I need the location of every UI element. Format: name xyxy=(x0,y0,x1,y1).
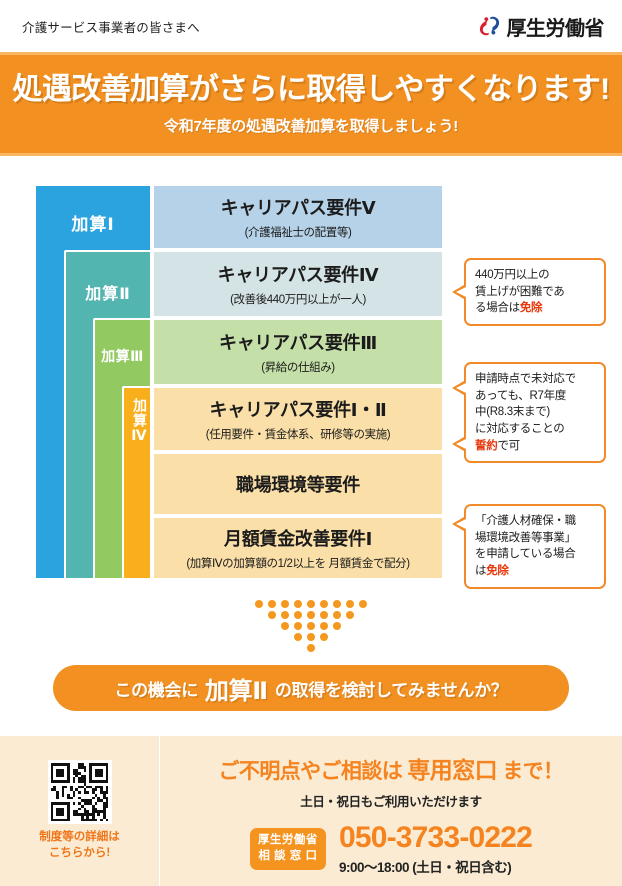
contact-info-section: ご不明点やご相談は 専用窓口 まで！ 土日・祝日もご利用いただけます 厚生労働省… xyxy=(160,736,622,886)
requirement-title: 職場環境等要件 xyxy=(236,475,360,495)
contact-headline-prefix: ご不明点やご相談は xyxy=(218,759,403,783)
requirement-title: キャリアパス要件Ⅲ xyxy=(219,333,377,353)
callout-line: 場環境改善等事業」 xyxy=(475,531,576,544)
tier-column-kasan-4: 加算Ⅳ xyxy=(122,386,152,580)
cta-suffix: の取得を検討してみませんか？ xyxy=(274,680,508,700)
requirement-subtitle: (加算Ⅳの加算額の1/2以上を 月額賃金で配分) xyxy=(186,558,410,570)
tier-label-kasan-1: 加算Ⅰ xyxy=(71,215,115,234)
ministry-name: 厚生労働省 xyxy=(506,17,605,40)
mhlw-emblem-icon xyxy=(478,14,502,38)
qr-section: 制度等の詳細は こちらから! xyxy=(0,736,160,886)
badge-line2: 相 談 窓 口 xyxy=(258,850,318,862)
tier-label-kasan-4: 加算Ⅳ xyxy=(132,398,148,445)
callout-line: は免除 xyxy=(475,565,509,578)
consultation-desk-badge: 厚生労働省 相 談 窓 口 xyxy=(249,828,326,870)
cta-emphasis: 加算Ⅱ xyxy=(204,677,268,705)
callout-line: あっても、R7年度 xyxy=(475,389,567,402)
requirement-title: 月額賃金改善要件Ⅰ xyxy=(224,529,372,549)
requirement-row: キャリアパス要件Ⅲ (昇給の仕組み) xyxy=(152,318,444,386)
dot-row xyxy=(0,600,622,608)
callout-line: る場合は免除 xyxy=(475,302,543,315)
requirement-title: キャリアパス要件Ⅳ xyxy=(217,265,379,285)
dot-row xyxy=(0,644,622,652)
callout-line: に対応することの xyxy=(475,423,565,436)
callout-line: 賃上げが困難であ xyxy=(475,285,565,298)
requirement-row: 月額賃金改善要件Ⅰ (加算Ⅳの加算額の1/2以上を 月額賃金で配分) xyxy=(152,516,444,580)
audience-lead-text: 介護サービス事業者の皆さまへ xyxy=(22,20,200,35)
telephone-block: 050-3733-0222 9:00〜18:00 (土日・祝日含む) xyxy=(338,820,533,876)
callout-highlight: 免除 xyxy=(486,565,509,578)
callout-tail-inner-icon xyxy=(456,287,466,297)
callout-exemption-440: 440万円以上の 賃上げが困難であ る場合は免除 xyxy=(464,258,606,327)
hero-subtitle: 令和7年度の処遇改善加算を取得しましょう! xyxy=(163,117,459,135)
requirement-title: キャリアパス要件Ⅴ xyxy=(220,198,376,218)
callout-line: を申請している場合 xyxy=(475,548,576,561)
callout-tail-inner-icon xyxy=(456,519,466,529)
requirement-subtitle: (改善後440万円以上が一人) xyxy=(230,294,366,306)
badge-line1: 厚生労働省 xyxy=(257,834,318,847)
hero-title: 処遇改善加算がさらに取得しやすくなります! xyxy=(12,72,610,106)
requirement-subtitle: (任用要件・賃金体系、研修等の実施) xyxy=(205,429,391,441)
contact-headline: ご不明点やご相談は 専用窓口 まで！ xyxy=(218,751,565,785)
tier-label-kasan-3: 加算Ⅲ xyxy=(101,348,144,364)
requirement-title: キャリアパス要件Ⅰ・Ⅱ xyxy=(209,400,387,420)
top-header-bar: 介護サービス事業者の皆さまへ 厚生労働省 xyxy=(0,0,622,52)
dot-row xyxy=(0,633,622,641)
callout-tail-inner-icon xyxy=(456,439,466,449)
qr-code-icon[interactable] xyxy=(47,760,112,825)
contact-headline-suffix: まで！ xyxy=(502,759,564,783)
qr-caption: 制度等の詳細は こちらから! xyxy=(39,830,120,861)
telephone-hours: 9:00〜18:00 (土日・祝日含む) xyxy=(338,859,512,875)
callout-highlight: 免除 xyxy=(519,302,543,315)
qr-caption-line2: こちらから! xyxy=(48,847,111,859)
callout-line: 中(R8.3末まで) xyxy=(475,406,550,419)
requirement-subtitle: (介護福祉士の配置等) xyxy=(244,227,352,239)
kasan-staircase-diagram: 加算Ⅰ 加算Ⅱ 加算Ⅲ 加算Ⅳ キャリアパス要件Ⅴ (介護福祉士の配置等) キャ… xyxy=(34,184,444,580)
callout-line: 申請時点で未対応で xyxy=(475,373,576,385)
callout-line: 440万円以上の xyxy=(475,269,550,281)
requirement-row: キャリアパス要件Ⅴ (介護福祉士の配置等) xyxy=(152,184,444,250)
dot-row xyxy=(0,622,622,630)
ministry-logo: 厚生労働省 xyxy=(478,12,605,41)
hero-banner: 処遇改善加算がさらに取得しやすくなります! 令和7年度の処遇改善加算を取得しまし… xyxy=(0,52,622,156)
requirement-rows: キャリアパス要件Ⅴ (介護福祉士の配置等) キャリアパス要件Ⅳ (改善後440万… xyxy=(152,184,444,580)
dotted-down-arrow-icon xyxy=(0,600,622,655)
callout-pledge-r7: 申請時点で未対応で あっても、R7年度 中(R8.3末まで) に対応することの … xyxy=(464,362,606,464)
cta-banner[interactable]: この機会に 加算Ⅱ の取得を検討してみませんか？ xyxy=(53,665,569,711)
tier-label-kasan-2: 加算Ⅱ xyxy=(85,286,131,303)
requirement-row: キャリアパス要件Ⅰ・Ⅱ (任用要件・賃金体系、研修等の実施) xyxy=(152,386,444,452)
requirement-row: 職場環境等要件 xyxy=(152,452,444,516)
callout-exemption-jigyo: 「介護人材確保・職 場環境改善等事業」 を申請している場合 は免除 xyxy=(464,504,606,589)
dot-row xyxy=(0,611,622,619)
contact-subline: 土日・祝日もご利用いただけます xyxy=(300,794,482,809)
telephone-number[interactable]: 050-3733-0222 xyxy=(338,820,533,854)
callout-tail-inner-icon xyxy=(456,383,466,393)
requirement-row: キャリアパス要件Ⅳ (改善後440万円以上が一人) xyxy=(152,250,444,318)
contact-headline-strong: 専用窓口 xyxy=(407,756,497,783)
contact-panel: 制度等の詳細は こちらから! ご不明点やご相談は 専用窓口 まで！ 土日・祝日も… xyxy=(0,736,622,886)
qr-caption-line1: 制度等の詳細は xyxy=(39,831,120,844)
callout-line: 「介護人材確保・職 xyxy=(475,515,576,527)
cta-prefix: この機会に xyxy=(114,680,198,700)
requirement-subtitle: (昇給の仕組み) xyxy=(261,362,335,374)
callout-highlight: 誓約 xyxy=(475,439,498,452)
telephone-row: 厚生労働省 相 談 窓 口 050-3733-0222 9:00〜18:00 (… xyxy=(249,820,533,876)
callout-line: 誓約で可 xyxy=(475,439,520,452)
